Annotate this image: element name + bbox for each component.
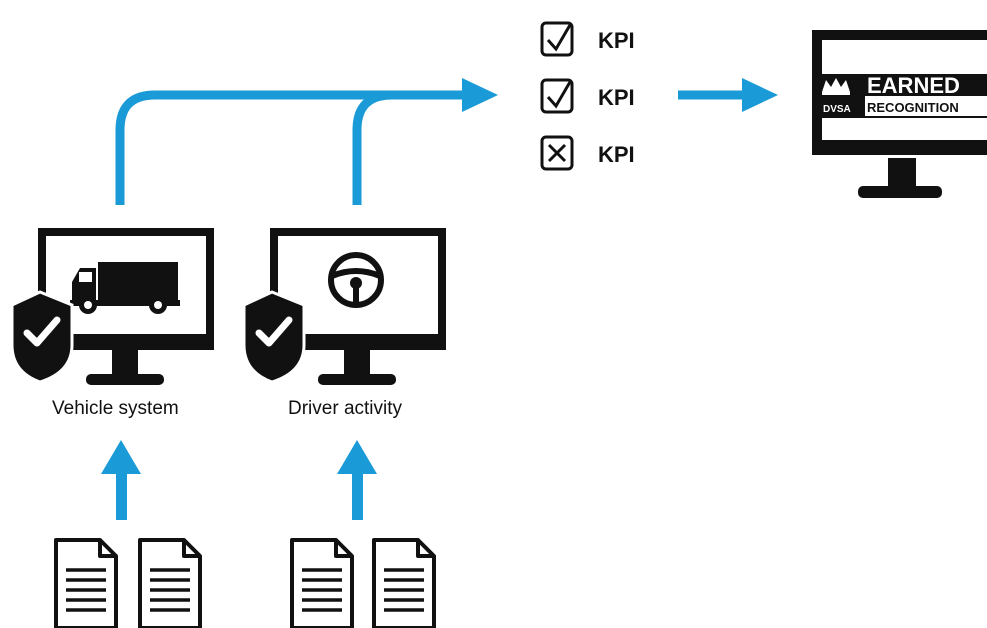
driver-activity-monitor xyxy=(270,228,446,385)
vehicle-upload-arrow xyxy=(101,440,141,520)
dvsa-badge-text: DVSA xyxy=(823,104,851,115)
shield-check-icon xyxy=(10,290,74,384)
kpi-label-1: KPI xyxy=(598,28,635,53)
kpi-checkbox-2-icon xyxy=(540,78,574,114)
earned-recognition-monitor: DVSA EARNED RECOGNITION xyxy=(812,30,987,198)
merge-flow-arrow xyxy=(115,78,498,205)
document-icon xyxy=(290,538,354,628)
kpi-label-2: KPI xyxy=(598,85,635,110)
kpi-label-3: KPI xyxy=(598,142,635,167)
recognition-text: RECOGNITION xyxy=(867,100,959,115)
shield-check-icon xyxy=(242,290,306,384)
steering-wheel-icon xyxy=(328,252,384,308)
earned-text: EARNED xyxy=(867,73,960,98)
vehicle-system-label: Vehicle system xyxy=(52,398,179,419)
document-icon xyxy=(54,538,118,628)
kpi-checkbox-1-icon xyxy=(540,21,574,57)
crown-icon xyxy=(822,78,850,95)
kpi-cross-icon xyxy=(540,135,574,171)
document-icon xyxy=(138,538,202,628)
driver-activity-label: Driver activity xyxy=(288,398,403,419)
kpi-to-recognition-arrow xyxy=(678,78,778,112)
driver-upload-arrow xyxy=(337,440,377,520)
document-icon xyxy=(372,538,436,628)
truck-icon xyxy=(70,262,180,314)
earned-recognition-logo: DVSA EARNED RECOGNITION xyxy=(818,73,987,118)
